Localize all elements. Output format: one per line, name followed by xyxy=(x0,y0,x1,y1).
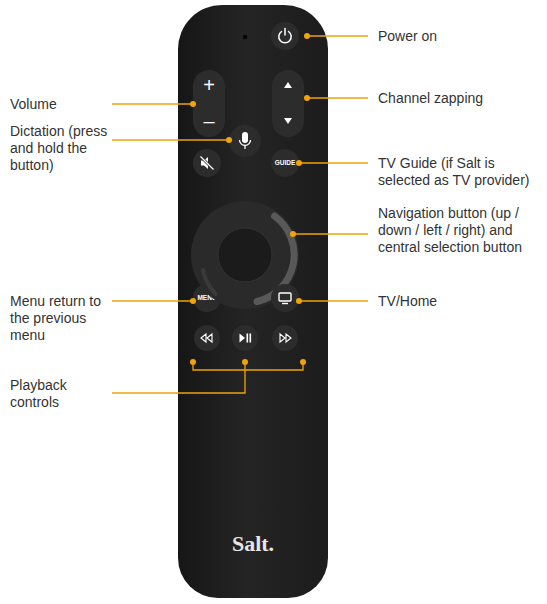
callout-label: TV/Home xyxy=(378,293,538,310)
volume-rocker: +– xyxy=(193,70,225,137)
callout-label: Volume xyxy=(10,96,110,113)
callout-label: Navigation button (up / down / left / ri… xyxy=(378,205,546,256)
callout-label: TV Guide (if Salt is selected as TV prov… xyxy=(378,155,547,189)
remote-body: Salt.+–GUIDEMENU xyxy=(178,5,328,598)
button-text: MENU xyxy=(193,293,221,303)
brand-logo: Salt. xyxy=(178,531,328,557)
callout-label: Dictation (press and hold the button) xyxy=(10,123,114,174)
button-text: GUIDE xyxy=(271,158,299,168)
guide-button: GUIDE xyxy=(271,149,299,177)
callout-label: Power on xyxy=(378,28,538,45)
callout-label: Menu return to the previous menu xyxy=(10,293,106,344)
volume-minus: – xyxy=(193,110,225,132)
volume-plus: + xyxy=(193,74,225,96)
menu-button: MENU xyxy=(193,284,221,312)
callout-label: Playback controls xyxy=(10,377,90,411)
callout-label: Channel zapping xyxy=(378,90,538,107)
